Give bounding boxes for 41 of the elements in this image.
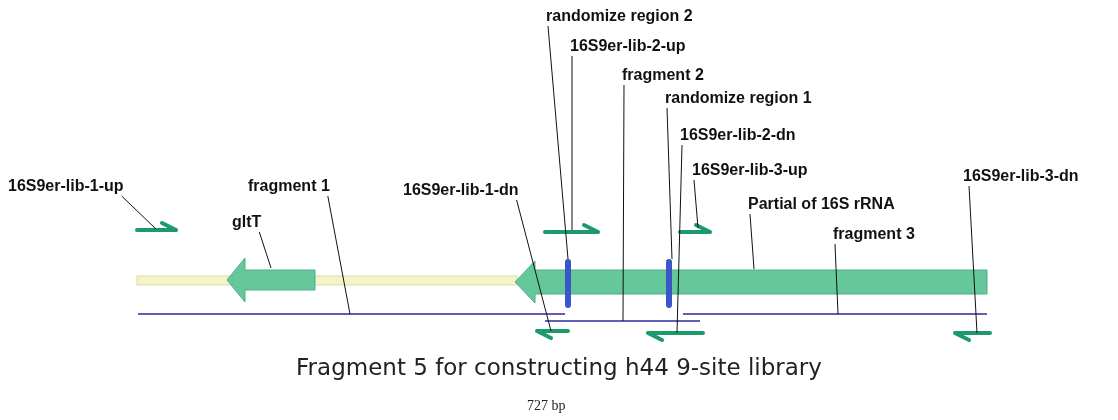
leader-line: [258, 231, 272, 269]
leader-line: [834, 243, 839, 315]
leader-line: [749, 213, 755, 270]
primer-symbol: [678, 223, 712, 234]
feature-label: fragment 3: [833, 224, 915, 244]
feature-label: randomize region 1: [665, 88, 812, 108]
feature-label: 16S9er-lib-3-up: [692, 160, 808, 180]
feature-label: 16S9er-lib-1-dn: [403, 180, 519, 200]
fragment-line: [137, 313, 566, 315]
primer-symbol: [543, 223, 600, 234]
leader-line: [516, 199, 552, 332]
gene-arrow: [226, 257, 316, 303]
feature-label: gltT: [232, 212, 262, 232]
leader-line: [622, 84, 625, 322]
leader-line: [693, 179, 699, 229]
fragment-line: [544, 320, 701, 322]
leader-line: [676, 144, 683, 334]
feature-label: 16S9er-lib-1-up: [8, 176, 124, 196]
primer-symbol: [646, 331, 705, 342]
length-label: 727 bp: [527, 398, 566, 414]
feature-label: 16S9er-lib-2-up: [570, 36, 686, 56]
region-mark: [666, 259, 672, 308]
primer-symbol: [135, 221, 178, 232]
region-mark: [565, 259, 571, 308]
gene-arrow: [514, 260, 988, 304]
leader-line: [968, 185, 978, 334]
feature-label: 16S9er-lib-3-dn: [963, 166, 1079, 186]
feature-label: randomize region 2: [546, 6, 693, 26]
leader-line: [547, 25, 569, 260]
fragment-line: [682, 313, 988, 315]
primer-symbol: [953, 331, 992, 342]
leader-line: [121, 195, 157, 230]
leader-line: [571, 55, 573, 231]
leader-line: [327, 195, 351, 315]
leader-line: [666, 107, 673, 260]
feature-label: fragment 1: [248, 176, 330, 196]
feature-label: fragment 2: [622, 65, 704, 85]
feature-label: Partial of 16S rRNA: [748, 194, 895, 214]
primer-symbol: [535, 329, 570, 340]
figure-caption: Fragment 5 for constructing h44 9-site library: [295, 354, 823, 380]
feature-label: 16S9er-lib-2-dn: [680, 125, 796, 145]
